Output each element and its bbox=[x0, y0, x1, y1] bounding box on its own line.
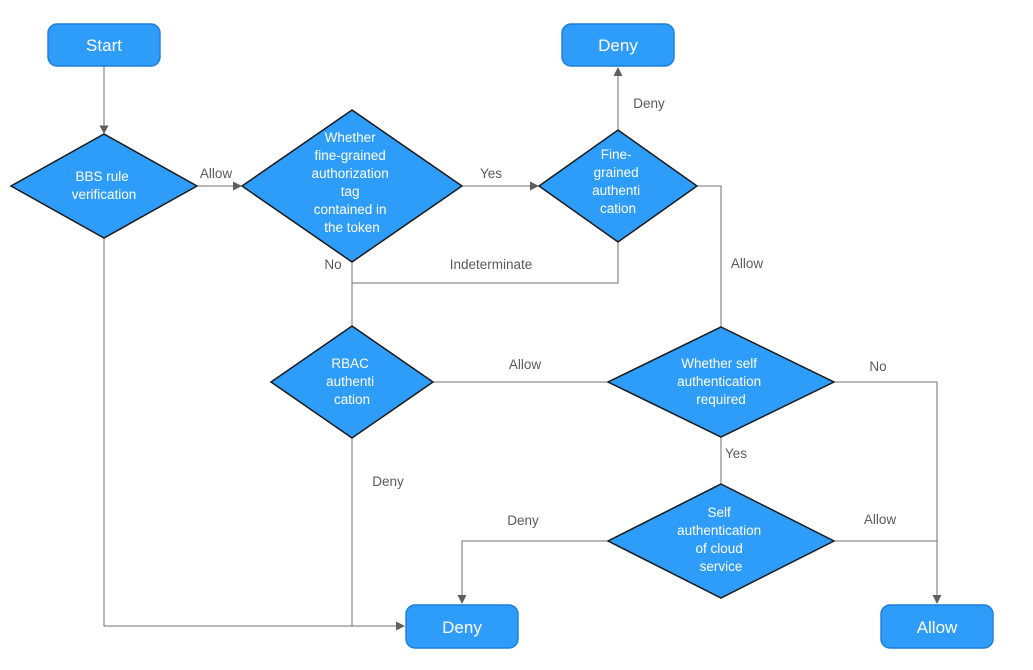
bbs-label: BBS rule verification bbox=[72, 169, 137, 202]
edge-label-self-required-no: No bbox=[869, 359, 886, 374]
edge-fine-auth-indeterminate-to-rbac bbox=[352, 242, 619, 284]
rbac-label: RBAC authenti cation bbox=[326, 356, 378, 407]
deny-top-label: Deny bbox=[598, 36, 638, 55]
arrowhead-into-fine-auth-left bbox=[530, 181, 539, 191]
arrowhead-into-allow-bottom-top bbox=[932, 595, 942, 604]
deny-bottom-label: Deny bbox=[442, 618, 482, 637]
deny-bottom-box bbox=[405, 604, 519, 649]
edge-self-required-no-to-allow bbox=[834, 381, 938, 597]
edge-labels: Allow Yes Deny No Indeterminate Allow Al… bbox=[200, 96, 897, 528]
decision-bbs-rule-verification: BBS rule verification bbox=[9, 133, 199, 239]
start-label: Start bbox=[86, 36, 122, 55]
edge-self-auth-deny-to-deny-bottom bbox=[461, 540, 608, 597]
decision-whether-self-authentication-required: Whether self authentication required bbox=[606, 326, 836, 438]
edge-label-rbac-allow: Allow bbox=[509, 357, 542, 372]
decision-rbac-authentication: RBAC authenti cation bbox=[269, 325, 435, 439]
fine-tag-diamond bbox=[240, 109, 464, 263]
bbs-diamond bbox=[9, 133, 199, 239]
arrowhead-into-bbs-top bbox=[99, 125, 109, 134]
arrowhead-into-fine-tag-left bbox=[233, 181, 242, 191]
arrowhead-into-deny-bottom-top bbox=[457, 595, 467, 604]
decision-fine-grained-authentication: Fine- grained authenti cation bbox=[537, 129, 699, 243]
terminal-deny-bottom: Deny bbox=[405, 604, 519, 649]
edge-label-fine-indeterminate: Indeterminate bbox=[450, 257, 533, 272]
rbac-diamond bbox=[269, 325, 435, 439]
terminal-allow-bottom: Allow bbox=[880, 604, 994, 649]
self-auth-label: Self authentication of cloud service bbox=[677, 505, 765, 574]
terminal-deny-top: Deny bbox=[561, 23, 675, 67]
edge-label-fine-deny: Deny bbox=[633, 96, 665, 111]
fine-tag-label: Whether fine-grained authorization tag c… bbox=[311, 130, 392, 235]
edges bbox=[99, 66, 942, 631]
decision-fine-grained-tag-in-token: Whether fine-grained authorization tag c… bbox=[240, 109, 464, 263]
self-auth-diamond bbox=[606, 483, 836, 599]
edge-fine-auth-allow-to-self-required bbox=[697, 185, 722, 327]
arrowhead-into-deny-top bbox=[613, 67, 623, 76]
allow-bottom-box bbox=[880, 604, 994, 649]
terminal-start: Start bbox=[47, 23, 161, 67]
fine-auth-label: Fine- grained authenti cation bbox=[592, 147, 644, 216]
allow-bottom-label: Allow bbox=[917, 618, 958, 637]
edge-bbs-to-deny-bottom bbox=[103, 238, 398, 627]
edge-label-self-required-yes: Yes bbox=[725, 446, 747, 461]
edge-label-tag-yes: Yes bbox=[480, 166, 502, 181]
edge-label-self-auth-deny: Deny bbox=[507, 513, 539, 528]
decision-self-authentication-of-cloud-service: Self authentication of cloud service bbox=[606, 483, 836, 599]
edge-label-self-auth-allow: Allow bbox=[864, 512, 897, 527]
edge-label-rbac-deny: Deny bbox=[372, 474, 404, 489]
self-required-label: Whether self authentication required bbox=[677, 356, 765, 407]
fine-auth-diamond bbox=[537, 129, 699, 243]
edge-label-bbs-allow: Allow bbox=[200, 166, 233, 181]
self-required-diamond bbox=[606, 326, 836, 438]
edge-label-fine-allow: Allow bbox=[731, 256, 764, 271]
edge-label-tag-no: No bbox=[324, 257, 341, 272]
deny-top-box bbox=[561, 23, 675, 67]
start-box bbox=[47, 23, 161, 67]
arrowhead-into-deny-bottom-left bbox=[396, 621, 405, 631]
